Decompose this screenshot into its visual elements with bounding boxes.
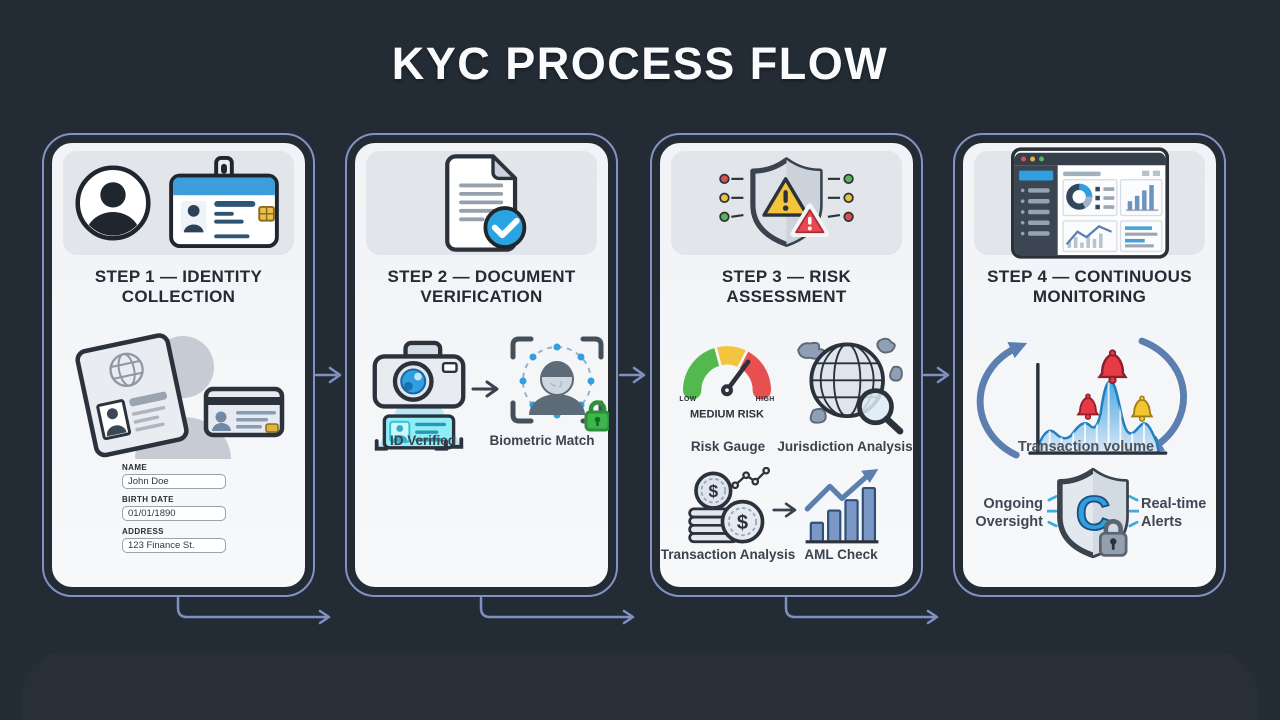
step-3-title: STEP 3 — RISK ASSESSMENT: [721, 267, 852, 306]
step-3-card: STEP 3 — RISK ASSESSMENT LOW HIGH MEDIUM…: [650, 133, 923, 597]
form-field-name: NAME: [122, 463, 226, 489]
svg-text:$: $: [709, 481, 719, 501]
page-title: KYC PROCESS FLOW: [391, 38, 889, 89]
step-2-card: STEP 2 — DOCUMENT VERIFICATION: [345, 133, 618, 597]
id-verified-caption: ID Verified: [389, 433, 457, 448]
step-2-card-body: STEP 2 — DOCUMENT VERIFICATION: [352, 140, 611, 590]
bottom-arrow-1-2: [176, 596, 331, 625]
real-time-alerts-label: Real-time Alerts: [1141, 496, 1207, 530]
id-card-icon: [203, 386, 285, 438]
aml-bar-chart-icon: [804, 469, 879, 544]
globe-search-icon: [797, 337, 904, 435]
user-avatar-icon: [74, 165, 151, 241]
shield-warning-icon: [719, 157, 854, 247]
lock-icon: [1098, 519, 1128, 557]
bottom-arrow-3-4: [784, 596, 939, 625]
step-1-card: STEP 1 — IDENTITY COLLECTION: [42, 133, 315, 597]
shield-lock-icon: C: [1047, 467, 1139, 559]
bottom-panel-glow: [22, 652, 1258, 720]
mid-arrow-2-3: [618, 366, 646, 384]
flow-arrow-icon: [772, 502, 797, 518]
mid-arrow-3-4: [922, 366, 950, 384]
step-1-icon-panel: [63, 151, 294, 255]
jurisdiction-analysis-caption: Jurisdiction Analysis: [777, 439, 913, 454]
mid-arrow-1-2: [314, 366, 342, 384]
transaction-analysis-caption: Transaction Analysis: [660, 547, 796, 562]
step-4-title: STEP 4 — CONTINUOUS MONITORING: [987, 267, 1192, 306]
alert-bell-icon: [1076, 393, 1100, 420]
name-input[interactable]: [122, 474, 226, 489]
form-field-birth-date: BIRTH DATE: [122, 495, 226, 521]
document-check-icon: [444, 154, 526, 252]
dashboard-icon: [1010, 147, 1169, 259]
form-field-address: ADDRESS: [122, 527, 226, 553]
step-4-card-body: STEP 4 — CONTINUOUS MONITORING: [960, 140, 1219, 590]
step-4-card: STEP 4 — CONTINUOUS MONITORING: [953, 133, 1226, 597]
aml-check-caption: AML Check: [804, 547, 878, 562]
biometric-match-caption: Biometric Match: [489, 433, 595, 448]
cycle-chart-icon: [976, 337, 1188, 459]
name-label: NAME: [122, 463, 148, 472]
step-1-card-body: STEP 1 — IDENTITY COLLECTION: [49, 140, 308, 590]
camera-scan-icon: [372, 340, 466, 451]
risk-gauge-icon: LOW HIGH MEDIUM RISK: [679, 346, 775, 421]
lock-icon: [584, 400, 609, 432]
step-3-card-body: STEP 3 — RISK ASSESSMENT LOW HIGH MEDIUM…: [657, 140, 916, 590]
transaction-volume-caption: Transaction volume: [1017, 439, 1155, 455]
alert-bell-icon: [1130, 395, 1154, 422]
step-3-icon-panel: [671, 151, 902, 255]
address-input[interactable]: [122, 538, 226, 553]
step-4-icon-panel: [974, 147, 1205, 259]
flow-arrow-icon: [471, 380, 499, 398]
birth-date-input[interactable]: [122, 506, 226, 521]
birth-date-label: BIRTH DATE: [122, 495, 174, 504]
biometric-face-icon: [510, 336, 609, 432]
address-label: ADDRESS: [122, 527, 164, 536]
step-2-icon-panel: [366, 151, 597, 255]
risk-gauge-caption: Risk Gauge: [690, 439, 766, 454]
ongoing-oversight-label: Ongoing Oversight: [975, 496, 1043, 530]
identity-documents-illustration: [75, 333, 285, 459]
alert-bell-icon: [1097, 349, 1128, 385]
step-1-title: STEP 1 — IDENTITY COLLECTION: [94, 267, 263, 306]
bottom-arrow-2-3: [479, 596, 635, 625]
id-badge-icon: [168, 156, 279, 249]
passport-icon: [75, 333, 189, 458]
svg-text:$: $: [737, 512, 748, 534]
svg-text:HIGH: HIGH: [756, 396, 775, 403]
coins-trend-icon: $ $: [688, 467, 771, 544]
svg-text:MEDIUM RISK: MEDIUM RISK: [690, 409, 764, 421]
identity-form: NAME BIRTH DATE ADDRESS: [122, 463, 226, 553]
step-2-title: STEP 2 — DOCUMENT VERIFICATION: [387, 267, 576, 306]
svg-text:LOW: LOW: [679, 396, 696, 403]
